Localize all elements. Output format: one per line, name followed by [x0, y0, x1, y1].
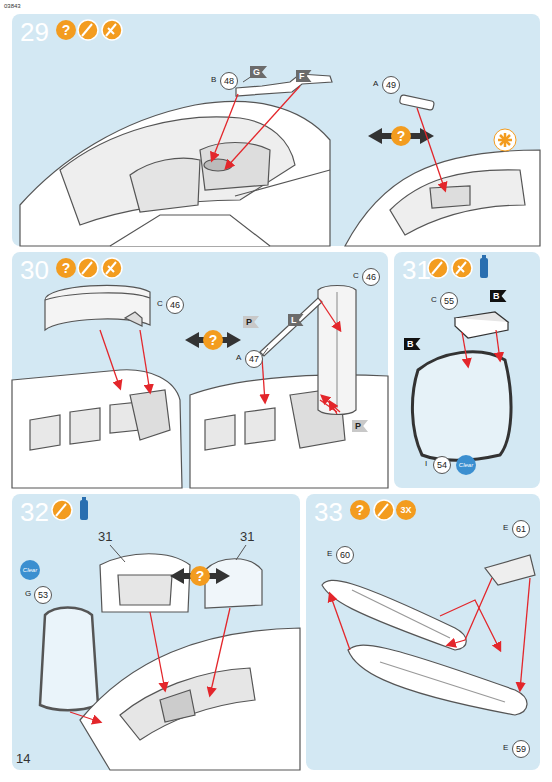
part-number: 61: [512, 520, 530, 538]
option-icon: ?: [350, 500, 370, 520]
part-number: 49: [382, 76, 400, 94]
part-number-text: 49: [386, 80, 396, 90]
part-number: 59: [512, 740, 530, 758]
sprue-letter: G: [25, 589, 31, 599]
sprue-letter: E: [503, 523, 508, 533]
part-number: 48: [220, 72, 238, 90]
part-number-text: 47: [249, 354, 259, 364]
step-panel: 29 48 49: [12, 14, 540, 246]
step-number: 31: [402, 255, 431, 285]
part-number-text: 46: [366, 272, 376, 282]
clear-part-icon: Clear: [456, 455, 476, 475]
sprue-letter: C: [431, 295, 437, 305]
part-number-text: 55: [444, 296, 454, 306]
step-panel: 31 55 54: [394, 252, 540, 488]
step-number: 32: [20, 497, 49, 527]
part-number-text: 59: [516, 744, 526, 754]
catalog-number: 03843: [4, 3, 21, 9]
reference-number: 31: [240, 530, 254, 544]
sprue-letter: B: [211, 75, 216, 85]
sprue-letter: E: [327, 549, 332, 559]
step-panel: 32 53: [12, 494, 300, 770]
part-number: 54: [433, 456, 451, 474]
step-panel: 30 46 47 46: [12, 252, 388, 488]
option-icon: ?: [203, 330, 223, 350]
part-number: 46: [166, 296, 184, 314]
option-icon: ?: [190, 566, 210, 586]
part-number-text: 61: [516, 524, 526, 534]
reference-number: 31: [98, 530, 112, 544]
step-panel: 33 61 60 59: [306, 494, 540, 770]
part-number-text: 53: [38, 590, 48, 600]
reference-number: 14: [16, 752, 30, 766]
sprue-letter: A: [373, 79, 378, 89]
part-number-text: 46: [170, 300, 180, 310]
option-icon: ?: [56, 20, 76, 40]
sprue-letter: I: [425, 459, 427, 469]
part-number-text: 60: [340, 550, 350, 560]
option-icon: ?: [391, 126, 411, 146]
sprue-letter: E: [503, 743, 508, 753]
part-number: 53: [34, 586, 52, 604]
step-number: 30: [20, 255, 49, 285]
clear-part-icon: Clear: [20, 560, 40, 580]
step-number: 33: [314, 497, 343, 527]
part-number: 46: [362, 268, 380, 286]
part-number-text: 48: [224, 76, 234, 86]
option-icon: ?: [56, 258, 76, 278]
part-number: 60: [336, 546, 354, 564]
part-number: 47: [245, 350, 263, 368]
step-number: 29: [20, 17, 49, 47]
sprue-letter: A: [236, 353, 241, 363]
sprue-letter: C: [353, 271, 359, 281]
part-number-text: 54: [437, 460, 447, 470]
quantity-icon: 3X: [396, 500, 416, 520]
part-number: 55: [440, 292, 458, 310]
sprue-letter: C: [157, 299, 163, 309]
